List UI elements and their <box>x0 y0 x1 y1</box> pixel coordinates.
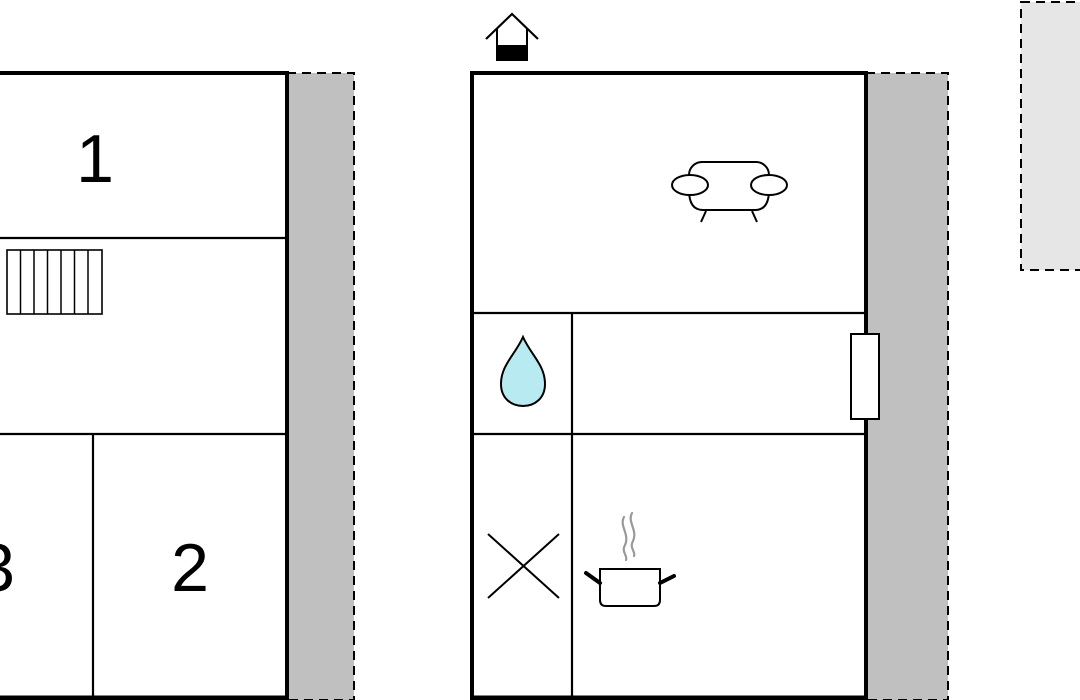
left-building: 1 2 3 <box>0 71 355 700</box>
stairs-icon <box>6 249 103 315</box>
entrance-icon <box>485 12 539 61</box>
cooking-pot-icon <box>584 511 676 607</box>
room-1-label: 1 <box>76 121 114 197</box>
water-drop-icon <box>499 334 547 408</box>
left-outer-wall <box>0 71 289 700</box>
sofa-icon <box>671 161 788 223</box>
right-building <box>470 12 949 700</box>
cross-icon <box>487 533 560 599</box>
window-icon <box>850 333 880 420</box>
room-2-label: 2 <box>171 530 209 606</box>
left-terrace <box>286 72 355 700</box>
room-3-label: 3 <box>0 530 15 606</box>
outdoor-area <box>1020 1 1080 271</box>
